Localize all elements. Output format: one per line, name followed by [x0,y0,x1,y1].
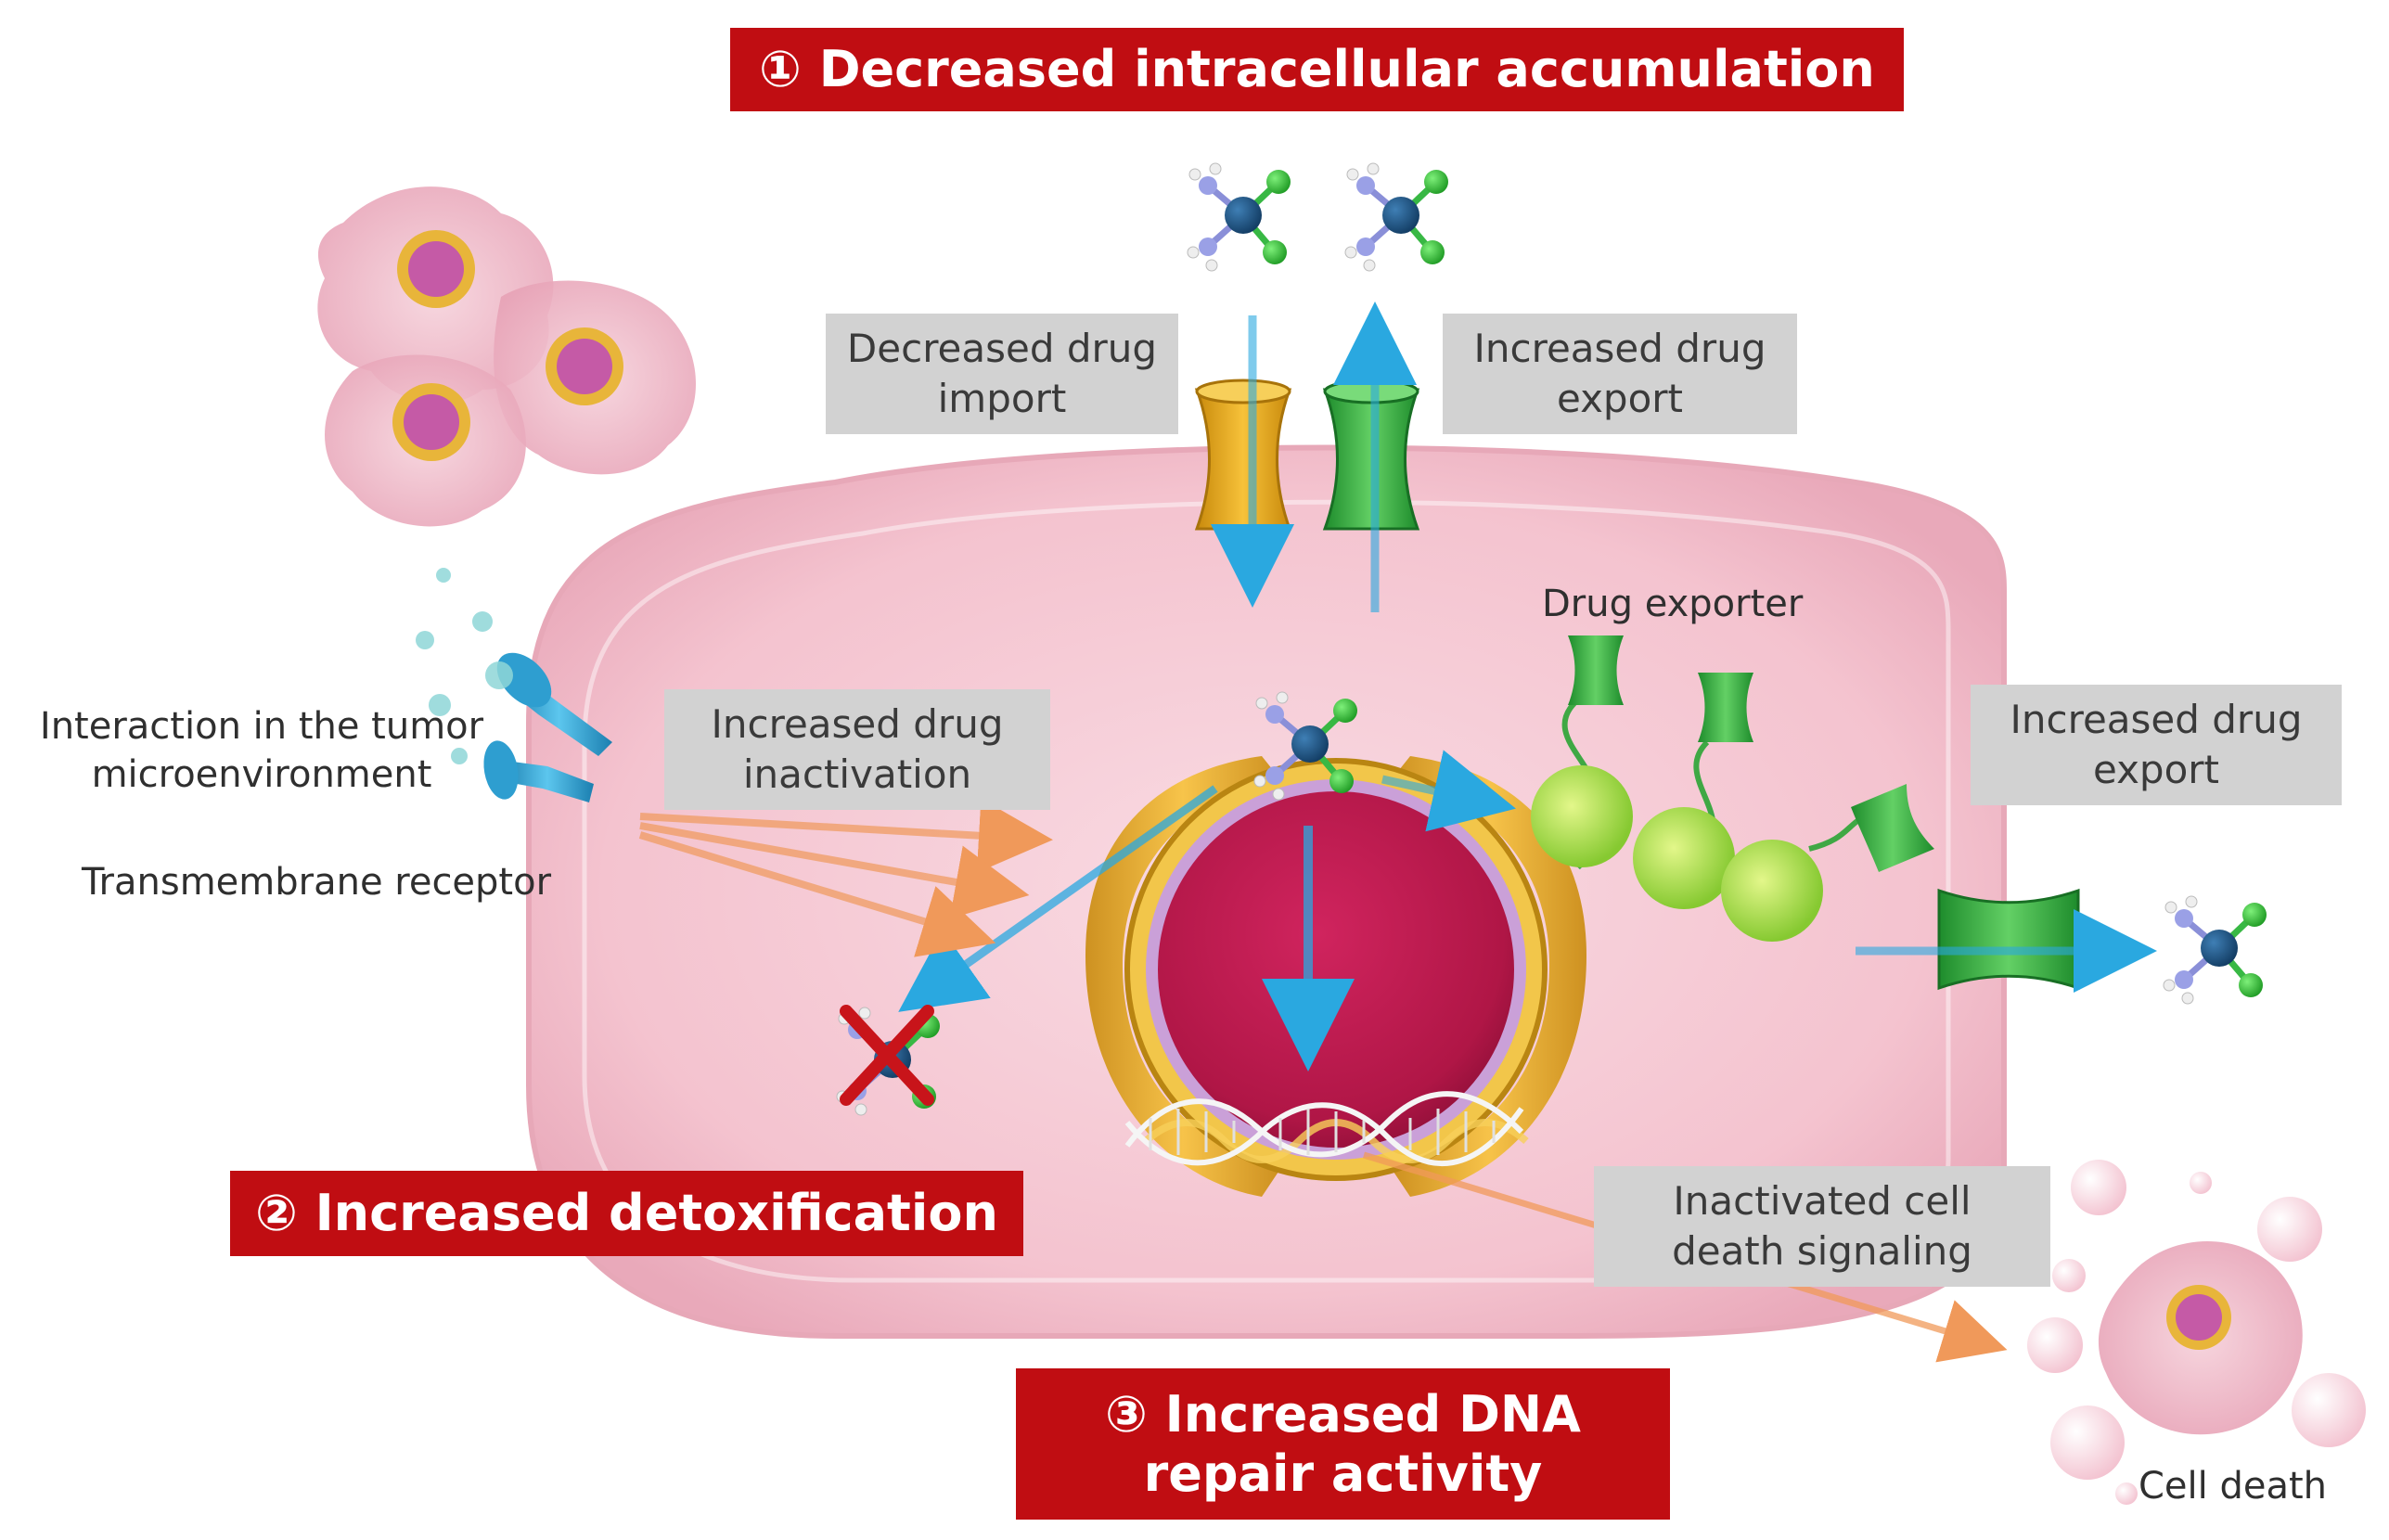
drug-to-exporter-arrow [1381,750,1516,832]
dna-helix-icon [1124,1091,1524,1167]
cisplatin-molecule-icon [1188,163,1291,271]
cisplatin-molecule-icon [2164,896,2267,1004]
banner-decreased-accumulation: ① Decreased intracellular accumulation [730,28,1904,111]
label-cell-death: Cell death [2139,1465,2328,1508]
banner-increased-dna-repair: ③ Increased DNA repair activity [1016,1368,1670,1520]
box-inactivated-cell-death-signaling: Inactivated cell death signaling [1594,1166,2050,1287]
cisplatin-molecule-icon [1345,163,1448,271]
label-drug-exporter: Drug exporter [1542,583,1804,625]
box-decreased-drug-import: Decreased drug import [826,314,1178,434]
transmembrane-receptor-icon [483,652,612,802]
exporter-channel-right-icon [1937,888,2080,991]
dying-cell [2027,1160,2366,1505]
box-increased-drug-inactivation: Increased drug inactivation [664,689,1050,810]
drug-exporter-vesicles [1531,635,1934,942]
label-transmembrane-receptor: Transmembrane receptor [82,861,552,904]
import-transporter-icon [1194,379,1292,531]
box-increased-drug-export-right: Increased drug export [1971,685,2342,805]
cross-mark-icon [840,1005,934,1106]
tumor-cells-cluster [317,186,696,527]
microenvironment-arrows [638,798,1053,957]
box-increased-drug-export-top: Increased drug export [1443,314,1797,434]
signaling-bubbles [416,568,513,764]
label-tumor-microenvironment: Interaction in the tumor microenvironmen… [39,705,484,796]
nucleus [1085,756,1586,1197]
banner-increased-detoxification: ② Increased detoxification [230,1171,1023,1256]
